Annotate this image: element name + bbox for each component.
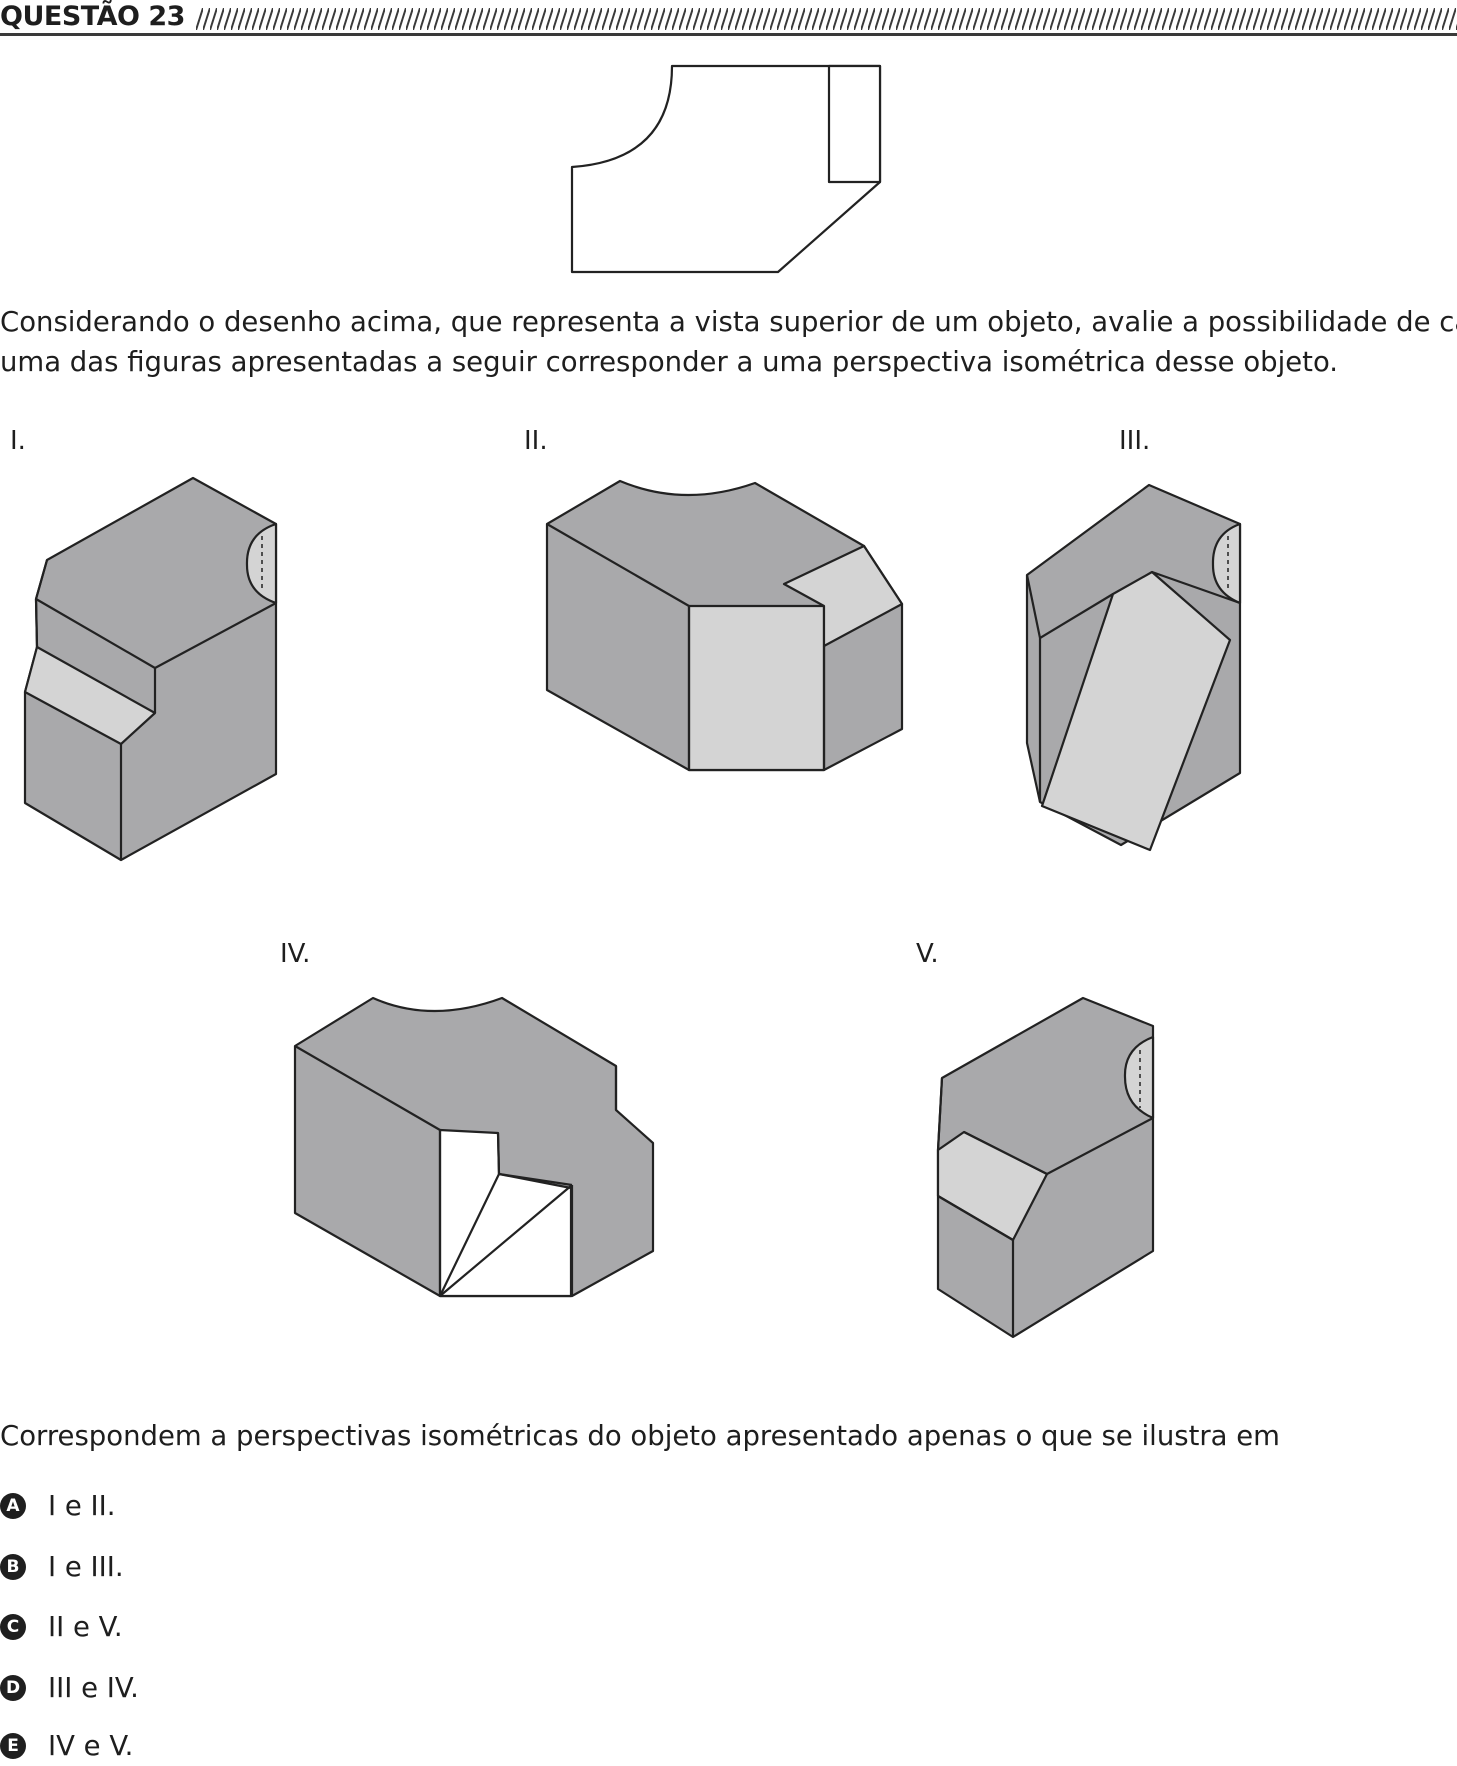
option-b[interactable]: B I e III.	[0, 1547, 124, 1587]
figure-iv-drawing	[293, 996, 655, 1298]
option-b-text: I e III.	[48, 1551, 124, 1583]
statement-line-1: Considerando o desenho acima, que repres…	[0, 306, 1457, 338]
option-e-badge: E	[0, 1733, 26, 1759]
option-c-text: II e V.	[48, 1611, 123, 1643]
figure-label-i: I.	[10, 426, 26, 456]
top-view-drawing	[570, 64, 882, 274]
figure-ii-drawing	[545, 479, 904, 772]
question-header: QUESTÃO 23	[0, 0, 1457, 40]
option-c-badge: C	[0, 1614, 26, 1640]
statement-line-2: uma das figuras apresentadas a seguir co…	[0, 346, 1339, 378]
option-a-text: I e II.	[48, 1490, 116, 1522]
option-b-badge: B	[0, 1554, 26, 1580]
figure-v-drawing	[936, 996, 1155, 1339]
option-e[interactable]: E IV e V.	[0, 1726, 133, 1766]
figure-label-v: V.	[916, 939, 939, 969]
figure-iii-drawing	[1025, 483, 1242, 852]
option-e-text: IV e V.	[48, 1730, 134, 1762]
option-d[interactable]: D III e IV.	[0, 1668, 139, 1708]
figure-label-ii: II.	[524, 426, 548, 456]
hatch-decoration	[196, 8, 1457, 30]
option-d-badge: D	[0, 1675, 26, 1701]
figure-label-iv: IV.	[280, 939, 311, 969]
option-c[interactable]: C II e V.	[0, 1607, 123, 1647]
option-a-badge: A	[0, 1493, 26, 1519]
question-title: QUESTÃO 23	[0, 1, 185, 32]
option-d-text: III e IV.	[48, 1672, 139, 1704]
question-prompt: Correspondem a perspectivas isométricas …	[0, 1420, 1280, 1452]
option-a[interactable]: A I e II.	[0, 1486, 115, 1526]
figure-i-drawing	[23, 476, 278, 862]
figure-label-iii: III.	[1119, 426, 1151, 456]
header-rule	[0, 33, 1457, 36]
